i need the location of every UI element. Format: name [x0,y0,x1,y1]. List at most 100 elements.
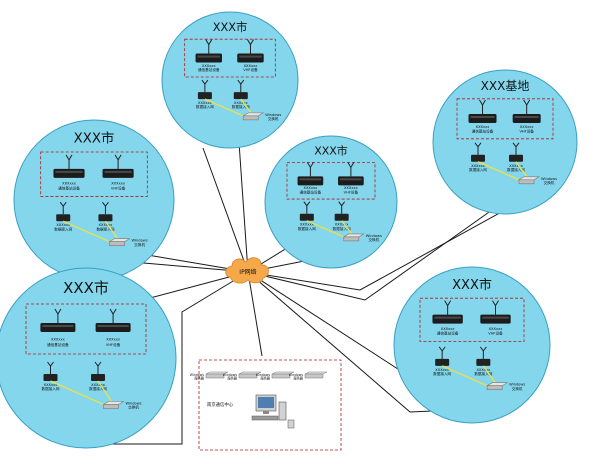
switch-label-line: Windows [132,239,148,243]
server-name: Windows [223,373,238,377]
access-device-2-label-line: 数据接入网 [333,226,351,231]
radio-left-label: 通信基站设备 [472,129,494,134]
server-top [304,371,328,375]
radio-right-label: VHF设备 [243,67,258,72]
switch-icon [102,401,125,409]
radio-box [432,314,463,324]
access-device-2 [98,201,113,222]
radio-unit-right [512,99,541,123]
access-device-1 [43,361,58,381]
radio-left-label: 通信基站设备 [198,67,220,72]
access-device-1-label-line: XXXxxx [56,223,71,227]
radio-right-name: XXXxxx [344,186,359,190]
antenna-icon [114,154,122,161]
radio-left-name: XXXxxx [304,186,319,190]
cloud-icon [225,257,269,284]
access-device-2 [334,201,349,221]
antenna-icon [94,361,102,367]
radio-box [95,323,131,332]
access-device-1-label-line: XXXxxx [435,368,450,372]
switch-label-line: 交换机 [544,180,555,185]
antenna-icon [338,201,346,207]
switch-label-line: Windows [509,383,525,387]
radio-right-name: XXXxxx [520,125,535,129]
switch-front [109,241,125,246]
link-yellow [104,220,119,240]
switch-icon [342,233,365,242]
switch-label-line: 交换机 [512,386,523,391]
antenna-icon [109,308,117,315]
access-device-1-label-line: 数据接入网 [469,167,487,172]
server-role: 服务器 [260,376,270,381]
switch-label-line: 交换机 [134,242,145,247]
radio-left-label: 通信基站设备 [300,189,322,194]
antenna-icon [512,142,520,148]
radio-unit-right [102,154,134,178]
access-device-1 [56,201,71,222]
monitor-stand [263,411,269,414]
equipment-box [25,303,147,355]
access-device-2-label-line: 数据接入网 [232,104,250,109]
switch-icon [108,238,131,246]
access-device-1-label-line: 数据接入网 [433,371,451,376]
switch-label-line: 交换机 [268,116,279,121]
antenna-icon [347,162,355,169]
antenna-icon [102,201,109,208]
site-title: XXX市 [452,277,492,293]
site-circle [393,266,551,424]
radio-left-label: 通信基站设备 [437,331,459,336]
access-device-2 [509,142,523,162]
antenna-icon [201,79,209,85]
radio-unit-right [237,39,264,63]
access-device-2-label-line: 数据接入网 [89,386,107,391]
radio-panel [55,170,83,173]
radio-box [468,114,497,123]
device-box [98,214,113,222]
radio-box [297,176,324,186]
antenna-icon [59,201,67,208]
server-name: Windows [190,373,205,377]
link-line-right-upper2 [247,187,546,291]
switch-icon [486,382,509,391]
keyboard [251,415,279,421]
radio-box [53,168,85,178]
radio-panel [340,178,362,181]
radio-left-name: XXXxxx [202,64,217,68]
access-device-2-label-line: XXXxxx [509,164,524,168]
access-device-2-label-line: 数据接入网 [96,226,114,231]
radio-unit-left [40,308,76,332]
access-device-1-label-line: 数据接入网 [54,226,72,231]
switch-front [343,236,360,242]
access-device-1-label-line: XXXxxx [471,164,486,168]
radio-box [40,323,76,332]
radio-unit-right [338,162,364,186]
radio-box [102,168,134,178]
link-line-center-box [247,271,263,357]
radio-right-label: VHF设备 [344,189,359,194]
radio-right-name: XXXxxx [111,181,126,185]
radio-panel [239,55,262,58]
radio-panel [197,55,220,58]
access-device-1-label-line: 数据接入网 [298,226,316,231]
server-name: Windows [256,373,271,377]
radio-right-label: VHF设备 [488,331,503,336]
radio-unit-left [53,154,85,178]
link-yellow [62,220,110,243]
antenna-icon [438,346,446,352]
site-title: XXX市 [314,143,348,157]
link-yellow [441,365,488,387]
